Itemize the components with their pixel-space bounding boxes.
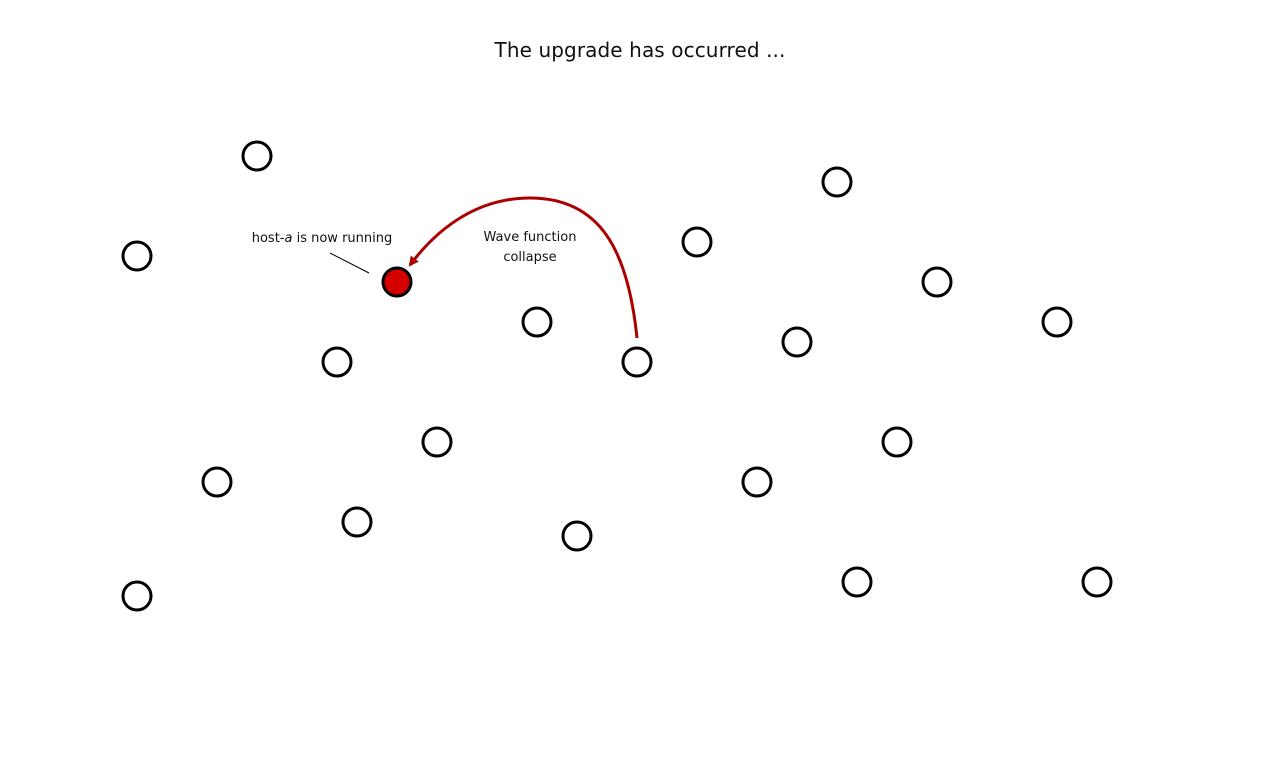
collapse-arrow — [408, 196, 639, 339]
host-label-name: a — [285, 231, 293, 246]
host-label-suffix: is now running — [292, 231, 392, 246]
node — [321, 346, 353, 378]
node — [921, 266, 953, 298]
node — [741, 466, 773, 498]
node — [821, 166, 853, 198]
node — [121, 580, 153, 612]
node — [1041, 306, 1073, 338]
node — [241, 140, 273, 172]
node — [521, 306, 553, 338]
node — [201, 466, 233, 498]
node — [681, 226, 713, 258]
arrow-label-line2: collapse — [503, 250, 556, 265]
node — [561, 520, 593, 552]
arrow-label-line1: Wave function — [484, 230, 577, 245]
node — [781, 326, 813, 358]
node — [841, 566, 873, 598]
node — [1081, 566, 1113, 598]
node — [881, 426, 913, 458]
node — [121, 240, 153, 272]
node — [341, 506, 373, 538]
node — [421, 426, 453, 458]
host-label-prefix: host- — [252, 231, 285, 246]
node — [621, 346, 653, 378]
host-label-leader — [329, 252, 370, 274]
page-title: The upgrade has occurred ... — [494, 38, 786, 62]
host-status-label: host-a is now running — [252, 231, 393, 246]
node-group — [121, 140, 1113, 612]
active-host-node — [381, 266, 413, 298]
